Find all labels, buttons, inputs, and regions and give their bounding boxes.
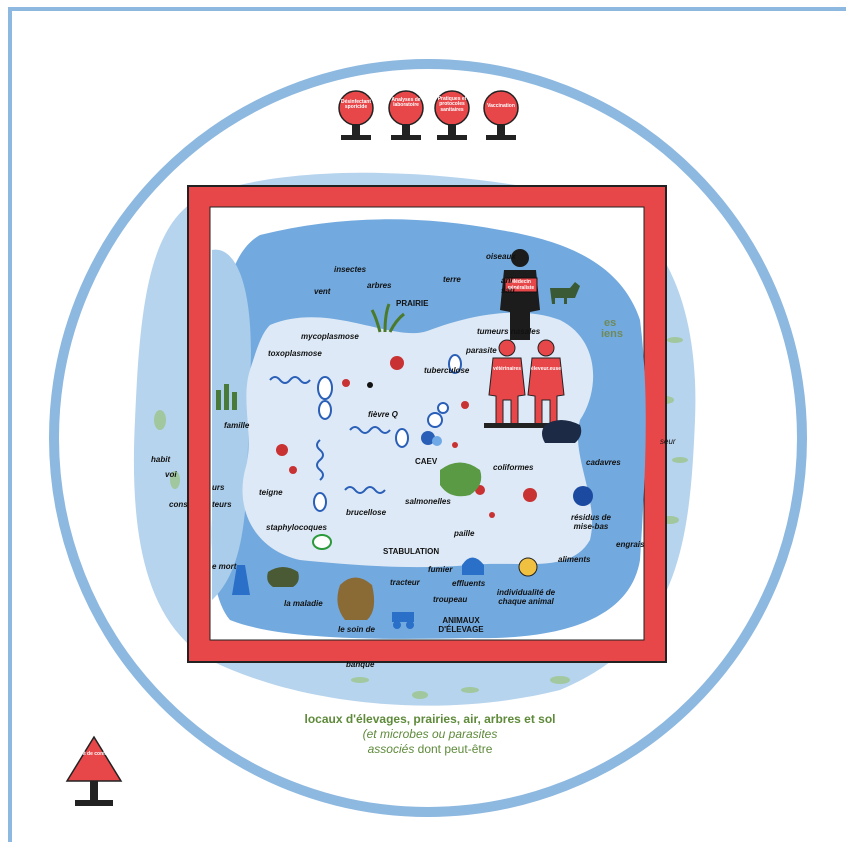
caption: locaux d'élevages, prairies, air, arbres…	[250, 712, 610, 757]
doctor-label: Médecin généraliste	[507, 279, 535, 291]
sign-sanitary-practices: Pratiques et protocoles sanitaires	[437, 96, 467, 113]
label-troupeau: troupeau	[433, 595, 468, 604]
label-fievre: fièvre Q	[368, 410, 398, 419]
label-habit: habit	[151, 455, 171, 464]
caption-line1: locaux d'élevages, prairies, air, arbres…	[304, 712, 556, 726]
sign-disinfectant: Désinfectant sporicide	[340, 99, 371, 111]
outer-circle	[49, 59, 807, 817]
animal-frog	[267, 567, 299, 587]
label-teigne: teigne	[259, 488, 283, 497]
label-individualite: individualité de chaque animal	[496, 588, 556, 606]
label-maladie: la maladie	[284, 599, 323, 608]
label-caev: CAEV	[415, 457, 438, 466]
label-insectes: insectes	[334, 265, 367, 274]
grass-icon	[370, 303, 405, 333]
label-vent: vent	[314, 287, 331, 296]
caption-line2: (et microbes ou parasites	[362, 727, 498, 741]
label-mycoplasmose: mycoplasmose	[301, 332, 359, 341]
label-brucellose: brucellose	[346, 508, 387, 517]
warning-sign-text: Déficit de confiance	[70, 751, 118, 757]
label-aliments: aliments	[558, 555, 591, 564]
residue-icon	[573, 486, 593, 506]
chicken-icon	[518, 557, 538, 577]
label-sau: sau	[501, 286, 515, 295]
figure-blue	[232, 565, 250, 595]
sign-lab-analysis: Analyses de laboratoire	[391, 97, 421, 109]
label-coliformes: coliformes	[493, 463, 534, 472]
tree-icon	[216, 384, 237, 410]
label-voi: voi	[165, 470, 177, 479]
label-paille: paille	[454, 529, 475, 538]
tractor-icon	[392, 612, 414, 629]
doctor-silhouette	[500, 249, 540, 340]
animal-cow	[542, 420, 582, 443]
label-iens: iens	[601, 328, 624, 340]
label-tumeurs: tumeurs nasales	[477, 327, 541, 336]
label-effluents: effluents	[452, 579, 486, 588]
sign-vaccination: Vaccination	[487, 103, 515, 109]
label-mort: e mort	[212, 562, 237, 571]
label-terre: terre	[443, 275, 461, 284]
label-soin: le soin de	[338, 625, 375, 634]
person-base-left	[484, 423, 534, 428]
animal-bear	[337, 577, 375, 620]
label-banque: banque	[346, 660, 375, 669]
label-famille: famille	[224, 421, 250, 430]
animal-dog	[550, 282, 580, 304]
label-parasite: parasite	[466, 346, 497, 355]
label-teurs: teurs	[212, 500, 232, 509]
effluent-icon	[462, 557, 484, 575]
label-cadavres: cadavres	[586, 458, 621, 467]
label-staphylocoques: staphylocoques	[266, 523, 327, 532]
zone-stabulation: STABULATION	[383, 547, 440, 556]
label-es: es	[604, 317, 617, 329]
label-urs: urs	[212, 483, 225, 492]
vet-label: vétérinaires	[492, 366, 522, 372]
caption-line3: associés dont peut-être	[250, 742, 610, 757]
warning-sign	[65, 735, 123, 806]
label-tracteur: tracteur	[390, 578, 420, 587]
microbes	[269, 354, 462, 550]
label-oiseaux: oiseaux	[486, 252, 516, 261]
label-residus: résidus de mise-bas	[570, 513, 611, 531]
top-signs	[338, 90, 519, 126]
caption-line3-italic: associés	[367, 742, 415, 756]
farmer-label: éleveur.euse	[530, 366, 562, 372]
label-arbres: arbres	[367, 281, 392, 290]
person-left	[488, 339, 526, 426]
zone-animaux: ANIMAUX D'ÉLEVAGE	[438, 616, 484, 634]
zone-prairie: PRAIRIE	[396, 299, 429, 308]
label-fumier: fumier	[428, 565, 453, 574]
label-engrais: engrais	[616, 540, 645, 549]
label-cons: cons	[169, 500, 188, 509]
label-seur: seur	[660, 437, 676, 446]
animal-goat	[440, 462, 482, 497]
left-light-blob	[212, 249, 251, 600]
page-frame	[8, 7, 846, 842]
person-right	[527, 339, 565, 426]
caption-line3-rest: dont peut-être	[414, 742, 493, 756]
label-tuberculose: tuberculose	[424, 366, 470, 375]
label-salmonelles: salmonelles	[405, 497, 451, 506]
sign-posts	[341, 124, 516, 140]
label-toxoplasmose: toxoplasmose	[268, 349, 322, 358]
label-ani: ani	[501, 276, 513, 285]
